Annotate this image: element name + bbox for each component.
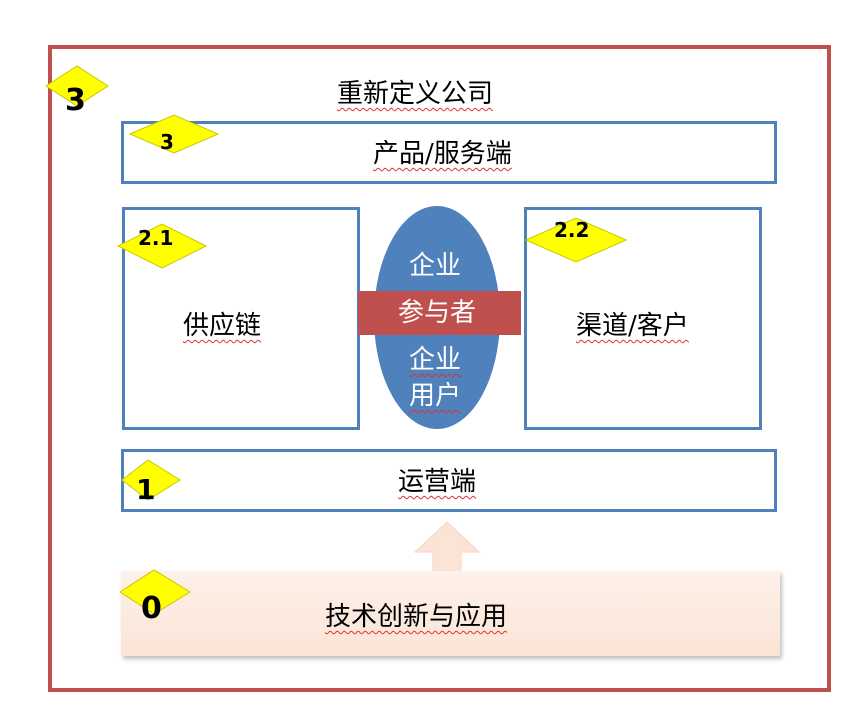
up-arrow-icon (413, 521, 481, 576)
center-bottom-label-2: 用户 (409, 381, 462, 411)
level-2-2-diamond: 2.2 (524, 214, 628, 314)
supply-chain-label: 供应链 (183, 311, 262, 341)
title: 重新定义公司 (337, 79, 494, 109)
level-1-number: 1 (136, 473, 156, 506)
level-1-diamond: 1 (116, 456, 216, 556)
product-service-label: 产品/服务端 (373, 139, 512, 169)
level-0-diamond: 0 (116, 566, 216, 666)
operations-box (121, 449, 777, 512)
level-3-outer-number: 3 (65, 83, 86, 118)
level-3-outer-diamond: 3 (44, 64, 144, 164)
level-2-1-number: 2.1 (138, 226, 174, 250)
level-2-1-diamond: 2.1 (116, 220, 216, 320)
operations-label: 运营端 (398, 467, 477, 497)
center-top-label: 企业 (409, 251, 462, 281)
participants-label: 参与者 (398, 298, 477, 328)
tech-innovation-box (121, 571, 780, 656)
product-service-box (121, 121, 777, 184)
center-bottom-label-1: 企业 (409, 345, 462, 375)
channel-customer-label: 渠道/客户 (576, 311, 689, 341)
tech-innovation-label: 技术创新与应用 (325, 602, 508, 632)
company-frame (48, 45, 831, 692)
level-3-product-number: 3 (160, 130, 174, 154)
level-3-product-diamond: 3 (120, 112, 220, 212)
level-0-number: 0 (141, 591, 162, 626)
level-2-2-number: 2.2 (554, 218, 590, 242)
participants-band (358, 291, 521, 335)
